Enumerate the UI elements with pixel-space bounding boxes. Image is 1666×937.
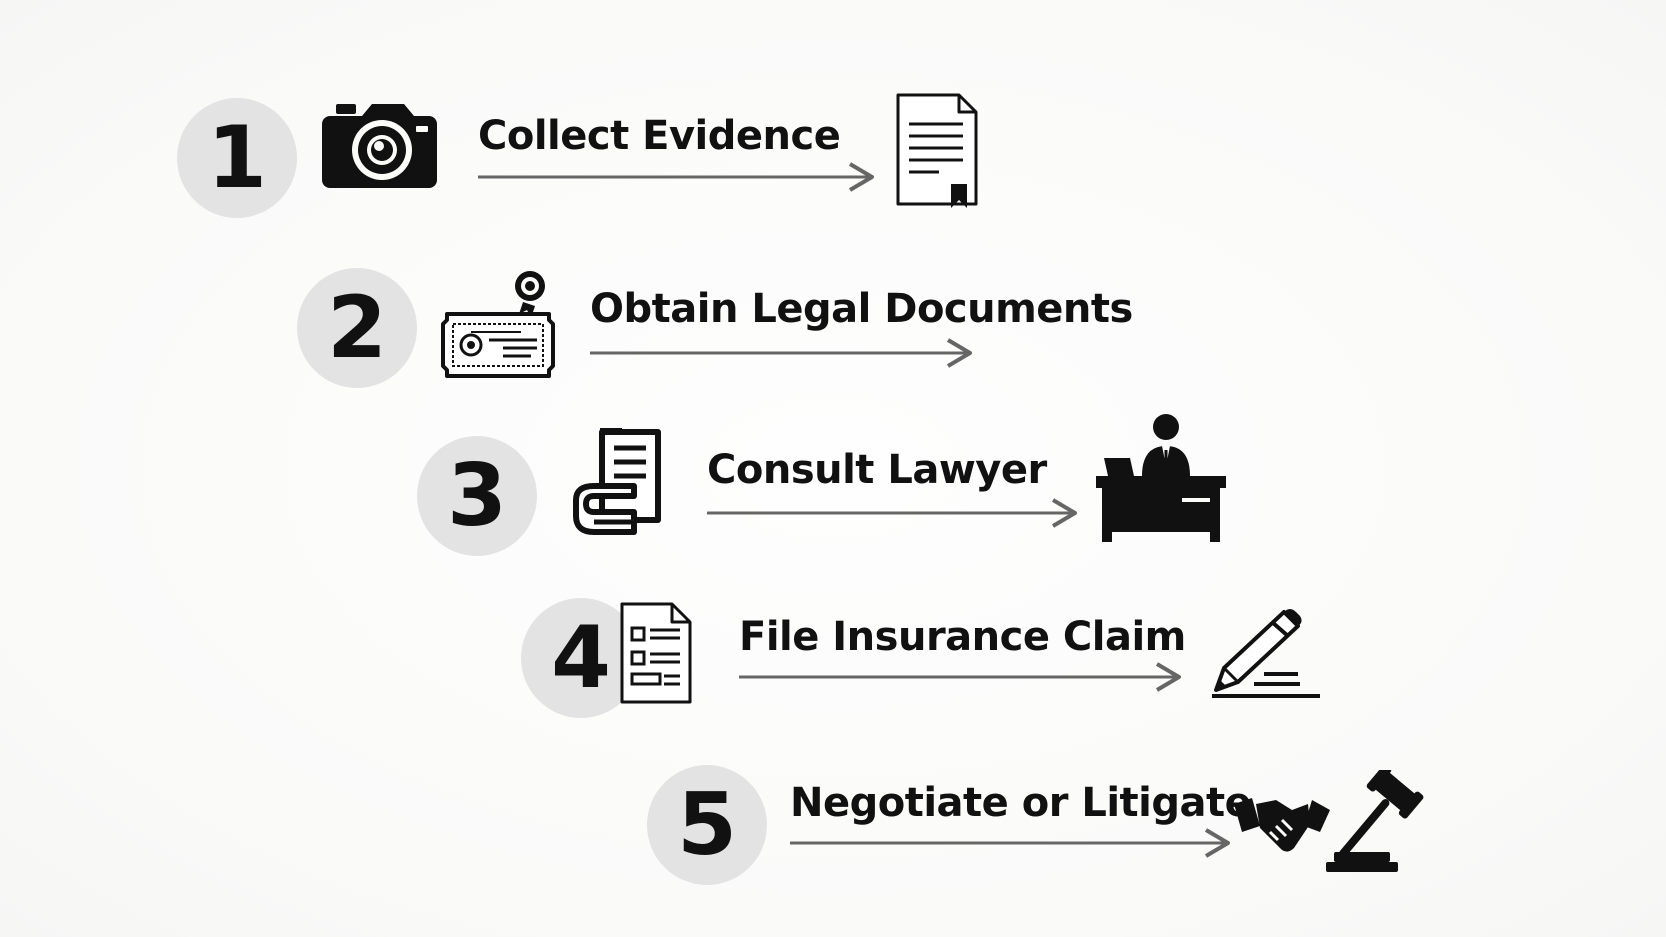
step-number-circle: 5 <box>647 765 767 885</box>
step-number: 2 <box>327 278 387 378</box>
step-label: Negotiate or Litigate <box>790 780 1252 826</box>
step-number: 1 <box>207 108 267 208</box>
step-number: 5 <box>677 775 737 875</box>
step-label: Obtain Legal Documents <box>590 286 1133 332</box>
arrow-icon <box>590 338 972 368</box>
step-label: File Insurance Claim <box>739 614 1186 660</box>
claim-form-icon <box>620 602 692 704</box>
step-label: Collect Evidence <box>478 113 841 159</box>
pen-signature-icon <box>1212 609 1320 698</box>
step-number-circle: 3 <box>417 436 537 556</box>
arrow-icon <box>707 498 1077 528</box>
step-label: Consult Lawyer <box>707 447 1047 493</box>
lawyer-desk-icon <box>1096 414 1226 542</box>
arrow-icon <box>790 828 1230 858</box>
step-number: 3 <box>447 446 507 546</box>
step-number-circle: 1 <box>177 98 297 218</box>
arrow-icon <box>478 162 874 192</box>
arrow-icon <box>739 662 1181 692</box>
document-icon <box>896 93 978 208</box>
step-number-circle: 2 <box>297 268 417 388</box>
handshake-gavel-icon <box>1234 770 1424 872</box>
camera-icon <box>322 104 437 188</box>
law-book-icon <box>573 428 661 535</box>
certificate-icon <box>441 271 555 378</box>
step-number: 4 <box>551 608 611 708</box>
